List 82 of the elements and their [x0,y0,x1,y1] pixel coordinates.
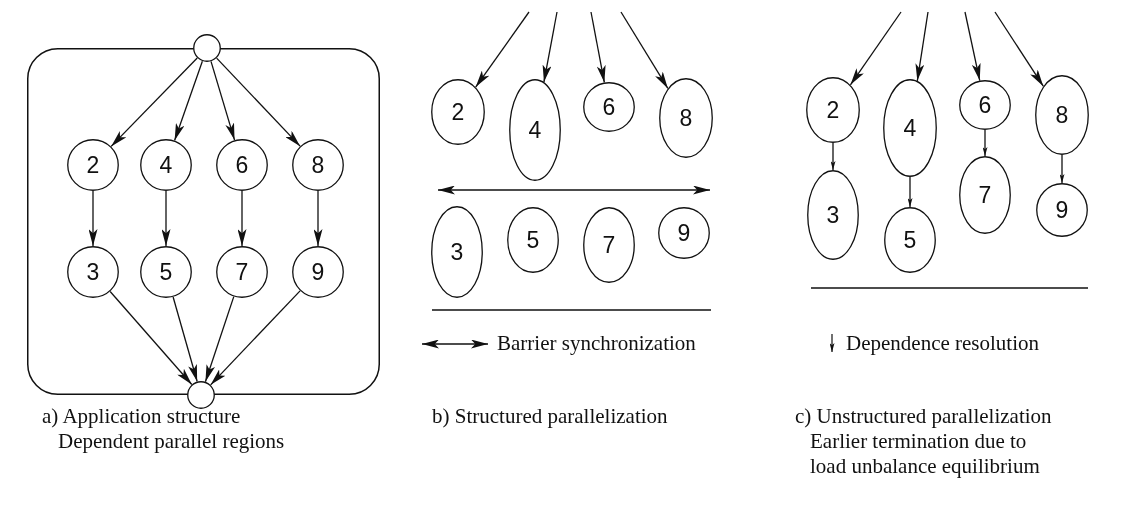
task-number: 7 [602,233,616,257]
task-number: 8 [311,153,325,177]
task-number: 6 [602,95,616,119]
task-number: 2 [86,153,100,177]
arrow [210,60,236,141]
task-number: 9 [677,221,691,245]
task-ellipse [883,79,937,177]
region-frame [27,48,380,395]
task-number: 7 [978,183,992,207]
arrow [110,57,198,148]
arrow [915,11,929,82]
task-ellipse [67,139,119,191]
task-number: 7 [235,260,249,284]
task-number: 9 [311,260,325,284]
arrow [1059,154,1065,184]
task-ellipse [216,246,268,298]
arrow [982,129,988,157]
entry-exit-circle [187,381,215,409]
arrow [590,11,606,84]
task-number: 3 [450,240,464,264]
arrow [109,290,193,386]
task-ellipse [140,246,192,298]
task-ellipse [431,79,485,145]
arrow [210,290,301,386]
caption-text: Earlier termination due to load unbalance equilibrium [810,429,1041,480]
task-ellipse [959,80,1011,130]
task-ellipse [1036,183,1088,237]
task-ellipse [140,139,192,191]
arrow [204,296,235,383]
task-ellipse [583,82,635,132]
task-ellipse [659,78,713,158]
arrow [475,11,530,88]
arrow [172,296,198,383]
legend-label: Barrier synchronization [497,331,696,357]
arrow [907,176,913,208]
task-ellipse [1035,75,1089,155]
task-ellipse [67,246,119,298]
task-number: 2 [451,100,465,124]
task-ellipse [959,156,1011,234]
task-ellipse [806,77,860,143]
arrow [994,11,1044,87]
task-number: 3 [826,203,840,227]
task-number: 5 [159,260,173,284]
task-number: 4 [528,118,542,142]
arrow [830,142,836,171]
task-number: 8 [1055,103,1069,127]
task-ellipse [292,246,344,298]
task-ellipse [292,139,344,191]
task-number: 5 [903,228,917,252]
task-number: 4 [903,116,917,140]
arrow [88,190,98,247]
task-ellipse [884,207,936,273]
legend-label: Dependence resolution [846,331,1039,357]
task-ellipse [507,207,559,273]
caption-text: Dependent parallel regions [58,429,285,455]
task-ellipse [583,207,635,283]
task-number: 9 [1055,198,1069,222]
task-number: 3 [86,260,100,284]
task-number: 6 [235,153,249,177]
task-number: 6 [978,93,992,117]
task-ellipse [431,206,483,298]
task-ellipse [658,207,710,259]
arrow [237,190,247,247]
caption-text: b) Structured parallelization [432,404,668,430]
arrow [216,57,301,147]
arrow [161,190,171,247]
arrow [173,60,203,142]
arrow [964,11,981,82]
task-ellipse [807,170,859,260]
task-number: 8 [679,106,693,130]
arrow [849,11,902,86]
task-number: 2 [826,98,840,122]
entry-exit-circle [193,34,221,62]
caption-text: a) Application structure [42,404,241,430]
arrow [313,190,323,247]
task-ellipse [216,139,268,191]
arrow [620,11,669,90]
arrow [542,11,558,83]
task-number: 5 [526,228,540,252]
task-number: 4 [159,153,173,177]
caption-text: c) Unstructured parallelization [795,404,1052,430]
task-ellipse [509,79,561,181]
